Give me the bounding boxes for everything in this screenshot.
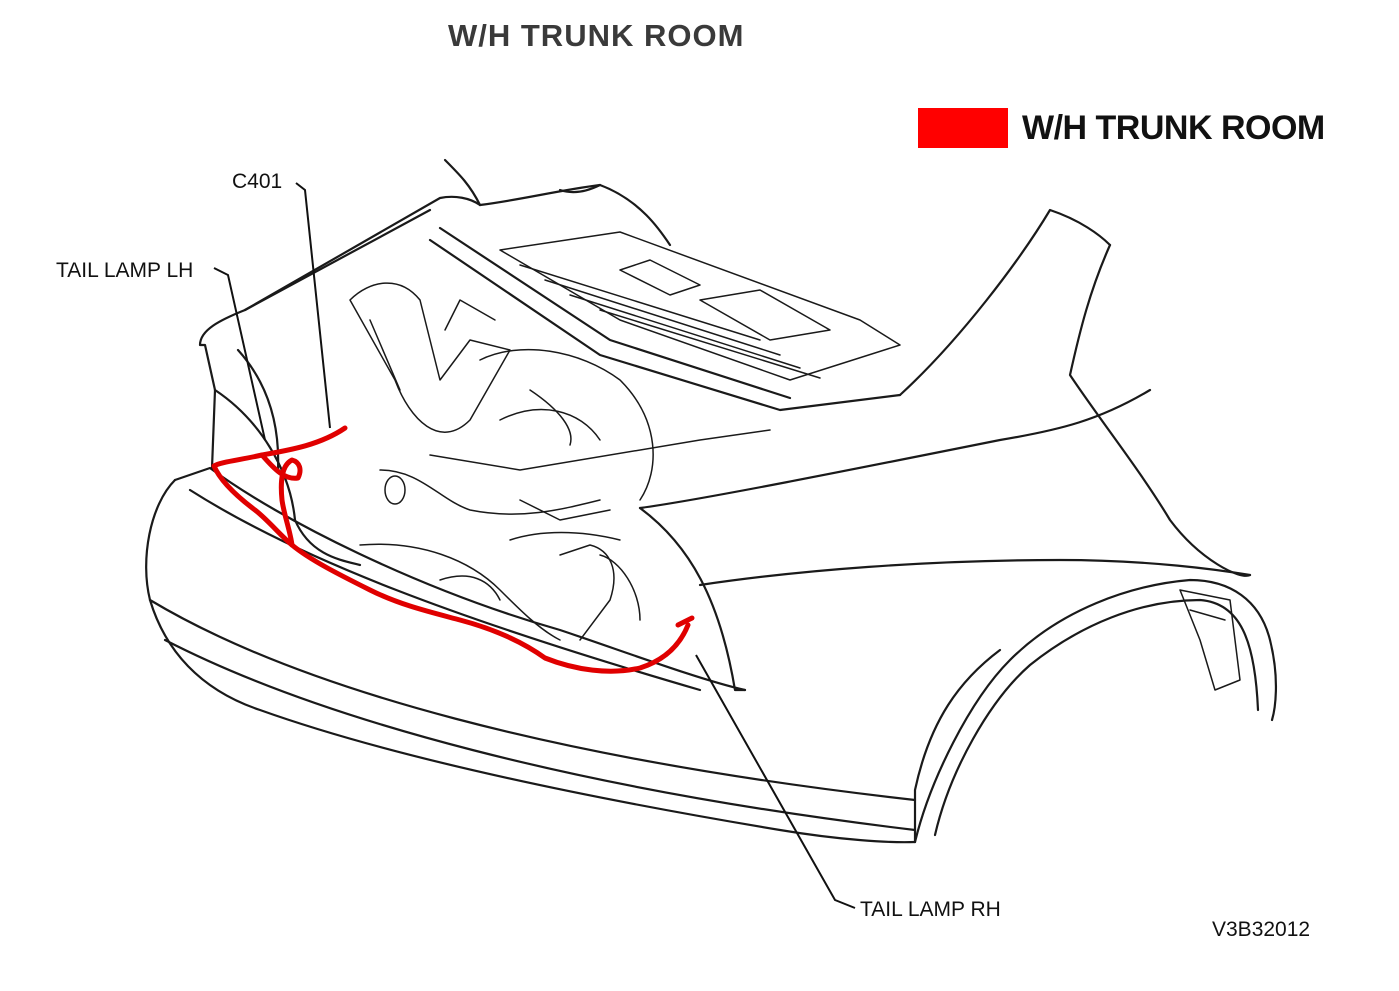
legend: W/H TRUNK ROOM — [918, 108, 1325, 148]
page-title: W/H TRUNK ROOM — [448, 18, 745, 53]
legend-label: W/H TRUNK ROOM — [1022, 108, 1325, 147]
parcel-shelf — [499, 231, 901, 381]
trunk-opening — [198, 158, 902, 567]
callout-c401: C401 — [232, 170, 283, 193]
rear-bumper — [145, 466, 1002, 844]
callout-tail-lamp-lh: TAIL LAMP LH — [56, 259, 194, 282]
trunk-wire-harness — [211, 425, 695, 674]
leader-c401 — [295, 182, 331, 429]
leader-lines — [213, 182, 856, 909]
trunk-interior — [349, 282, 771, 641]
quarter-panel — [638, 208, 1277, 844]
leader-tail-lamp-rh — [695, 654, 856, 909]
figure-code: V3B32012 — [1212, 918, 1311, 941]
callout-tail-lamp-rh: TAIL LAMP RH — [860, 898, 1001, 921]
legend-swatch — [918, 108, 1008, 148]
leader-tail-lamp-lh — [213, 267, 266, 441]
